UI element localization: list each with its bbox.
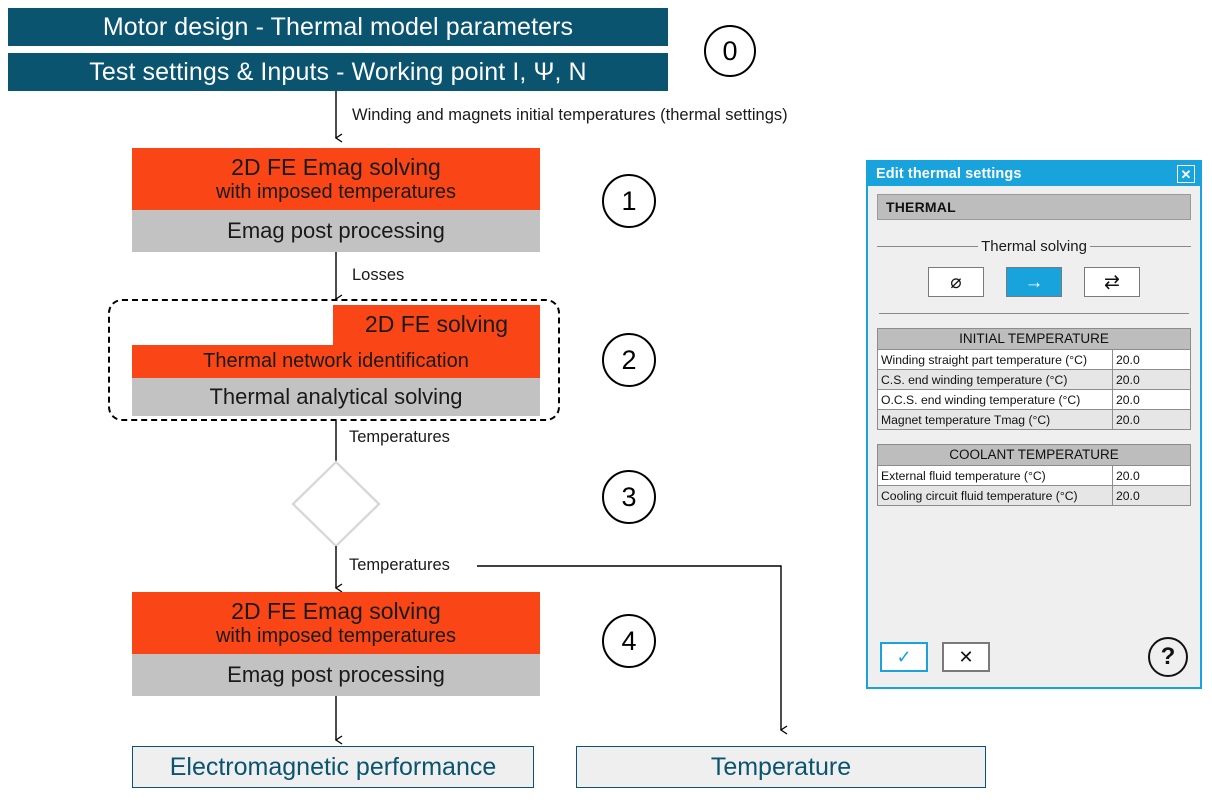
row-value[interactable]: 20.0 [1112,485,1191,506]
result-box-electromagnetic-performance: Electromagnetic performance [132,746,534,788]
step-marker-1-label: 1 [621,185,637,216]
step1-emag-post-processing-block: Emag post processing [132,210,540,252]
arrow-right-icon: → [1024,271,1044,293]
dialog-footer: ✓ ✕ ? [868,627,1200,687]
step1-title-line1: 2D FE Emag solving [231,153,441,180]
row-value[interactable]: 20.0 [1112,349,1191,370]
row-value[interactable]: 20.0 [1112,465,1191,486]
thermal-solving-legend: Thermal solving [981,238,1087,255]
dialog-body: THERMAL Thermal solving ⌀ → [868,186,1200,506]
header-bar-test-settings-label: Test settings & Inputs - Working point I… [89,57,587,86]
edge-label-temperatures-1-text: Temperatures [349,428,450,446]
step1-title-line2: with imposed temperatures [215,180,457,203]
row-value[interactable]: 20.0 [1112,389,1191,410]
edge-label-losses-text: Losses [352,266,405,284]
fieldset-rule-left [877,246,979,247]
dialog-title: Edit thermal settings [876,166,1022,182]
step2-fe-solving-label: 2D FE solving [364,311,509,338]
step1-emag-solving-block: 2D FE Emag solving with imposed temperat… [132,148,540,210]
step-marker-1: 1 [602,174,656,228]
header-bar-motor-design: Motor design - Thermal model parameters [8,8,668,46]
edit-thermal-settings-dialog: Edit thermal settings ✕ THERMAL Thermal … [866,160,1202,689]
fieldset-bottom-divider [879,313,1189,314]
initial-temperature-caption: INITIAL TEMPERATURE [877,328,1191,349]
row-label: Cooling circuit fluid temperature (°C) [877,485,1113,506]
no-thermal-solving-button[interactable]: ⌀ [928,267,984,297]
step-marker-2: 2 [602,333,656,387]
thermal-section-header-label: THERMAL [886,199,956,215]
fieldset-rule-right [1089,246,1191,247]
table-row: O.C.S. end winding temperature (°C) 20.0 [877,389,1191,410]
row-label: External fluid temperature (°C) [877,465,1113,486]
step2-network-identification-label: Thermal network identification [203,350,469,373]
step4-subtitle: Emag post processing [227,661,445,687]
step4-emag-post-processing-block: Emag post processing [132,654,540,696]
step2-analytical-solving-label: Thermal analytical solving [209,383,463,409]
result-box-temperature-label: Temperature [710,752,852,781]
check-icon: ✓ [896,647,912,667]
table-row: External fluid temperature (°C) 20.0 [877,465,1191,486]
step-marker-0: 0 [704,25,756,77]
thermal-solving-fieldset: Thermal solving ⌀ → ⇄ [877,238,1191,314]
step4-title-line1: 2D FE Emag solving [231,597,441,624]
dialog-titlebar[interactable]: Edit thermal settings ✕ [868,162,1200,186]
result-box-temperature: Temperature [576,746,986,788]
thermal-solving-legend-row: Thermal solving [877,238,1191,255]
thermal-section-header: THERMAL [877,194,1191,220]
header-bar-motor-design-label: Motor design - Thermal model parameters [102,12,574,41]
header-bar-test-settings: Test settings & Inputs - Working point I… [8,53,668,91]
table-row: C.S. end winding temperature (°C) 20.0 [877,369,1191,390]
step-marker-4-label: 4 [621,625,637,656]
edge-label-temperatures-2: Temperatures [349,556,450,575]
edge-label-initial-temperatures: Winding and magnets initial temperatures… [352,106,788,125]
initial-temperature-table: INITIAL TEMPERATURE Winding straight par… [877,328,1191,430]
two-way-coupling-button[interactable]: ⇄ [1084,267,1140,297]
table-row: Magnet temperature Tmag (°C) 20.0 [877,409,1191,430]
edge-label-temperatures-2-text: Temperatures [349,556,450,574]
ok-button[interactable]: ✓ [880,642,928,672]
thermal-solving-options: ⌀ → ⇄ [877,267,1191,297]
empty-set-icon: ⌀ [950,271,962,293]
step1-subtitle: Emag post processing [227,217,445,243]
step4-title-line2: with imposed temperatures [215,624,457,647]
row-label: C.S. end winding temperature (°C) [877,369,1113,390]
step-marker-4: 4 [602,614,656,668]
step2-fe-solving-block: 2D FE solving [333,305,540,345]
one-way-coupling-button[interactable]: → [1006,267,1062,297]
close-icon[interactable]: ✕ [1177,165,1195,183]
step4-emag-solving-block: 2D FE Emag solving with imposed temperat… [132,592,540,654]
result-box-electromagnetic-performance-label: Electromagnetic performance [169,752,497,781]
edge-label-losses: Losses [352,266,404,285]
step-marker-0-label: 0 [722,35,738,66]
cancel-button[interactable]: ✕ [942,642,990,672]
edge-label-temperatures-1: Temperatures [349,428,450,447]
coolant-temperature-caption: COOLANT TEMPERATURE [877,444,1191,465]
edge-label-initial-temperatures-text: Winding and magnets initial temperatures… [352,106,788,124]
row-label: Magnet temperature Tmag (°C) [877,409,1113,430]
step2-analytical-solving-block: Thermal analytical solving [132,378,540,416]
table-row: Winding straight part temperature (°C) 2… [877,349,1191,370]
step-marker-3-label: 3 [621,481,637,512]
row-label: Winding straight part temperature (°C) [877,349,1113,370]
step-marker-3: 3 [602,470,656,524]
step2-network-identification-block: Thermal network identification [132,345,540,378]
help-button[interactable]: ? [1148,637,1188,677]
row-value[interactable]: 20.0 [1112,369,1191,390]
table-row: Cooling circuit fluid temperature (°C) 2… [877,485,1191,506]
coolant-temperature-table: COOLANT TEMPERATURE External fluid tempe… [877,444,1191,506]
row-label: O.C.S. end winding temperature (°C) [877,389,1113,410]
question-mark-icon: ? [1160,643,1176,670]
cross-icon: ✕ [958,647,974,667]
row-value[interactable]: 20.0 [1112,409,1191,430]
step-marker-2-label: 2 [621,344,637,375]
bidirectional-arrow-icon: ⇄ [1104,271,1120,293]
